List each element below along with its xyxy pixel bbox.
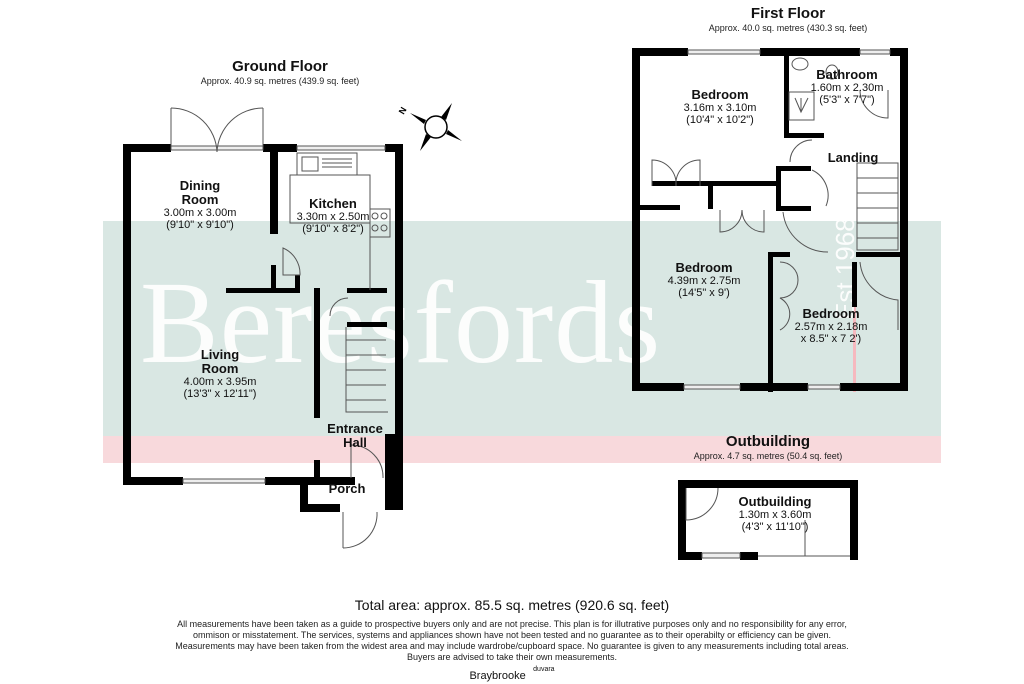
room-name: Bathroom xyxy=(816,67,878,82)
room-name: Entrance xyxy=(327,421,383,436)
room-metric: 2.57m x 2.18m xyxy=(794,321,868,333)
first-floor-area: Approx. 40.0 sq. metres (430.3 sq. feet) xyxy=(708,23,868,33)
watermark-pink-line xyxy=(853,284,856,392)
address-line: Braybrooke duvara xyxy=(412,666,612,684)
room-kitchen: Kitchen 3.30m x 2.50m (9'10" x 8'2") xyxy=(283,196,383,236)
disclaimer-line: Buyers are advised to take their own mea… xyxy=(406,652,618,662)
address: Braybrooke xyxy=(469,670,526,682)
first-floor-title: First Floor xyxy=(750,5,826,22)
room-name: Living xyxy=(200,347,240,362)
room-landing: Landing xyxy=(818,151,888,165)
first-floor-walls xyxy=(632,48,908,392)
outbuilding-area: Approx. 4.7 sq. metres (50.4 sq. feet) xyxy=(693,451,843,461)
room-imperial: (13'3" x 12'11") xyxy=(183,388,257,400)
disclaimer-line: All measurements have been taken as a gu… xyxy=(177,619,847,629)
room-bedroom-3: Bedroom 2.57m x 2.18m x 8.5" x 7 2') xyxy=(784,306,878,346)
watermark-band-pink xyxy=(103,436,941,463)
room-porch: Porch xyxy=(320,482,374,496)
room-metric: 3.16m x 3.10m xyxy=(683,102,757,114)
room-name: Hall xyxy=(343,435,367,450)
brand-small: duvara xyxy=(533,666,555,673)
room-name: Bedroom xyxy=(802,306,860,321)
room-bedroom-2: Bedroom 4.39m x 2.75m (14'5" x 9') xyxy=(654,260,754,300)
room-name: Bedroom xyxy=(691,87,749,102)
room-metric: 1.60m x 2.30m xyxy=(810,82,884,94)
room-name: Room xyxy=(201,361,239,376)
room-metric: 3.30m x 2.50m xyxy=(296,211,370,223)
total-area: Total area: approx. 85.5 sq. metres (920… xyxy=(354,597,670,613)
room-name: Landing xyxy=(827,150,879,165)
room-name: Kitchen xyxy=(309,196,357,211)
room-living-room: Living Room 4.00m x 3.95m (13'3" x 12'11… xyxy=(170,347,270,401)
room-imperial: (5'3" x 7'7") xyxy=(819,94,875,106)
ground-floor-fixtures xyxy=(170,107,391,549)
room-metric: 4.39m x 2.75m xyxy=(667,275,741,287)
room-name: Bedroom xyxy=(675,260,733,275)
room-name: Outbuilding xyxy=(738,494,812,509)
room-bedroom-1: Bedroom 3.16m x 3.10m (10'4" x 10'2") xyxy=(670,87,770,127)
room-imperial: (4'3" x 11'10") xyxy=(741,521,809,533)
disclaimer-line: ommison or misstatement. The services, s… xyxy=(192,630,832,640)
ground-floor-area: Approx. 40.9 sq. metres (439.9 sq. feet) xyxy=(200,76,360,86)
disclaimer-line: Measurements may have been taken from th… xyxy=(175,641,849,651)
outbuilding-title: Outbuilding xyxy=(725,433,811,450)
room-dining-room: Dining Room 3.00m x 3.00m (9'10" x 9'10"… xyxy=(150,178,250,232)
room-metric: 3.00m x 3.00m xyxy=(163,207,237,219)
room-name: Room xyxy=(181,192,219,207)
room-imperial: (10'4" x 10'2") xyxy=(686,114,754,126)
room-entrance-hall: Entrance Hall xyxy=(318,422,392,450)
disclaimer: All measurements have been taken as a gu… xyxy=(172,619,852,663)
outbuilding-walls xyxy=(678,480,858,560)
watermark-band-green xyxy=(103,221,941,436)
room-imperial: (14'5" x 9') xyxy=(678,287,730,299)
room-bathroom: Bathroom 1.60m x 2.30m (5'3" x 7'7") xyxy=(800,67,894,107)
room-outbuilding: Outbuilding 1.30m x 3.60m (4'3" x 11'10"… xyxy=(718,494,832,534)
room-name: Porch xyxy=(328,481,366,496)
compass-rose-icon: N xyxy=(397,103,462,151)
room-metric: 1.30m x 3.60m xyxy=(738,509,812,521)
room-imperial: (9'10" x 8'2") xyxy=(302,223,364,235)
room-imperial: x 8.5" x 7 2') xyxy=(800,333,862,345)
room-name: Dining xyxy=(179,178,221,193)
room-imperial: (9'10" x 9'10") xyxy=(166,219,234,231)
first-floor-fixtures xyxy=(651,49,899,390)
ground-floor-title: Ground Floor xyxy=(232,58,328,75)
svg-text:N: N xyxy=(397,105,409,116)
room-metric: 4.00m x 3.95m xyxy=(183,376,257,388)
ground-floor-walls xyxy=(123,144,403,512)
